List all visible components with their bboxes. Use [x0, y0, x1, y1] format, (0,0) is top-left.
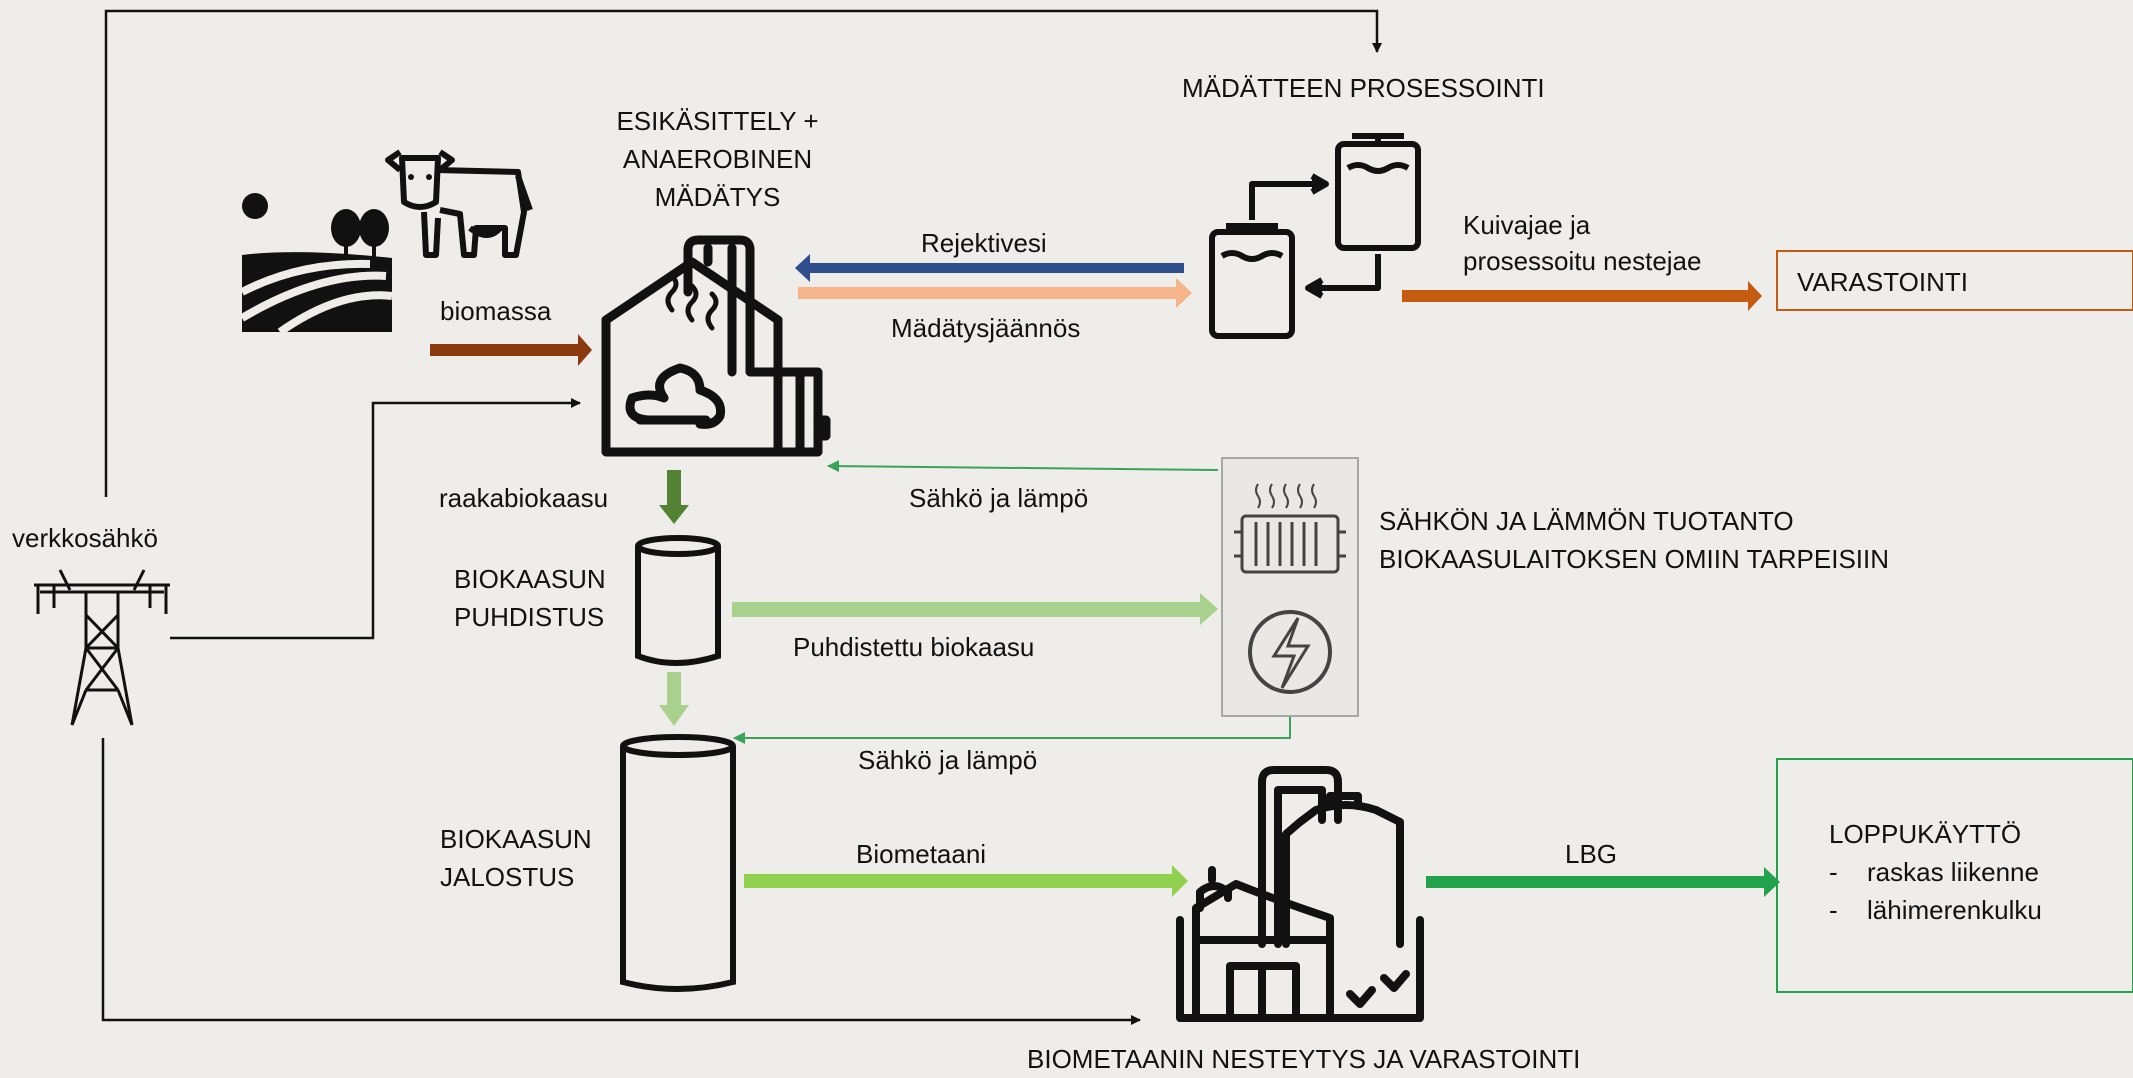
reject-water-label: Rejektivesi	[921, 228, 1047, 258]
dried-digestate-label-line-1: Kuivajae ja	[1463, 210, 1591, 240]
flow-arrows	[430, 254, 1780, 897]
end-use-title: LOPPUKÄYTTÖ	[1829, 819, 2022, 849]
purification-cylinder-icon	[635, 535, 721, 666]
purification-label-line-2: PUHDISTUS	[454, 602, 605, 632]
biomass-label: biomassa	[440, 296, 552, 326]
liquefaction-label: BIOMETAANIN NESTEYTYS JA VARASTOINTI	[1027, 1044, 1581, 1074]
power-heat-label-2: Sähkö ja lämpö	[858, 745, 1038, 775]
purified-biogas-arrow	[732, 593, 1218, 625]
dried-digestate-label-line-2: prosessoitu nestejae	[1463, 246, 1702, 276]
electricity-icon	[1248, 610, 1332, 694]
list-bullet: -	[1829, 895, 1838, 925]
chp-label-line-2: BIOKAASULAITOKSEN OMIIN TARPEISIIN	[1379, 544, 1890, 574]
upgrading-label-line-2: JALOSTUS	[440, 862, 575, 892]
grid-line-to-liquefaction	[101, 738, 1141, 1025]
cow-icon	[385, 149, 533, 258]
digestate-arrow	[798, 278, 1192, 308]
lbg-label: LBG	[1565, 839, 1618, 869]
biomethane-label: Biometaani	[856, 839, 987, 869]
biomethane-arrow	[744, 865, 1188, 897]
end-use-item-short-sea-shipping: lähimerenkulku	[1867, 895, 2042, 925]
end-use-item-heavy-transport: raskas liikenne	[1867, 857, 2039, 887]
pretreatment-label-line-1: ESIKÄSITTELY +	[616, 106, 819, 136]
chp-box	[1221, 457, 1359, 717]
digester-icon	[601, 235, 831, 457]
purification-to-upgrading-arrow	[659, 672, 689, 726]
list-item: -raskas liikenne	[1829, 853, 2042, 891]
upgrading-cylinder-icon	[620, 734, 736, 992]
biomass-arrow	[430, 334, 592, 366]
end-use-box	[1776, 758, 2133, 993]
digestate-tanks-icon	[1209, 133, 1421, 339]
dried-digestate-arrow	[1402, 281, 1762, 311]
grid-lines	[101, 9, 1382, 1025]
grid-line-to-digestate-processing	[104, 9, 1382, 497]
storage-label: VARASTOINTI	[1797, 267, 1968, 297]
grid-line-to-digester	[170, 398, 581, 640]
power-heat-label-1: Sähkö ja lämpö	[909, 483, 1089, 513]
power-heat-line-to-digester	[827, 460, 1219, 473]
digestate-processing-label: MÄDÄTTEEN PROSESSOINTI	[1182, 73, 1545, 103]
power-heat-line-to-upgrading	[733, 717, 1291, 744]
power-heat-lines	[733, 460, 1291, 744]
pretreatment-label-line-2: ANAEROBINEN	[622, 144, 813, 174]
list-item: -lähimerenkulku	[1829, 891, 2042, 929]
purified-biogas-label: Puhdistettu biokaasu	[793, 632, 1035, 662]
raw-biogas-label: raakabiokaasu	[439, 483, 609, 513]
digestate-label: Mädätysjäännös	[891, 313, 1081, 343]
chp-label-line-1: SÄHKÖN JA LÄMMÖN TUOTANTO	[1379, 506, 1794, 536]
power-pylon-icon	[34, 569, 170, 726]
pretreatment-label-line-3: MÄDÄTYS	[654, 182, 781, 212]
end-use-list: -raskas liikenne -lähimerenkulku	[1829, 853, 2042, 929]
grid-label: verkkosähkö	[12, 523, 158, 553]
liquefaction-plant-icon	[1176, 766, 1424, 1022]
end-use-content: LOPPUKÄYTTÖ -raskas liikenne -lähimerenk…	[1829, 815, 2042, 929]
purification-label-line-1: BIOKAASUN	[454, 564, 606, 594]
list-bullet: -	[1829, 857, 1838, 887]
lbg-arrow	[1426, 867, 1780, 897]
radiator-icon	[1234, 483, 1346, 574]
upgrading-label-line-1: BIOKAASUN	[440, 824, 592, 854]
farm-icon	[239, 193, 393, 336]
reject-water-arrow	[795, 254, 1184, 282]
storage-box	[1776, 250, 2133, 311]
raw-biogas-arrow	[659, 470, 689, 524]
